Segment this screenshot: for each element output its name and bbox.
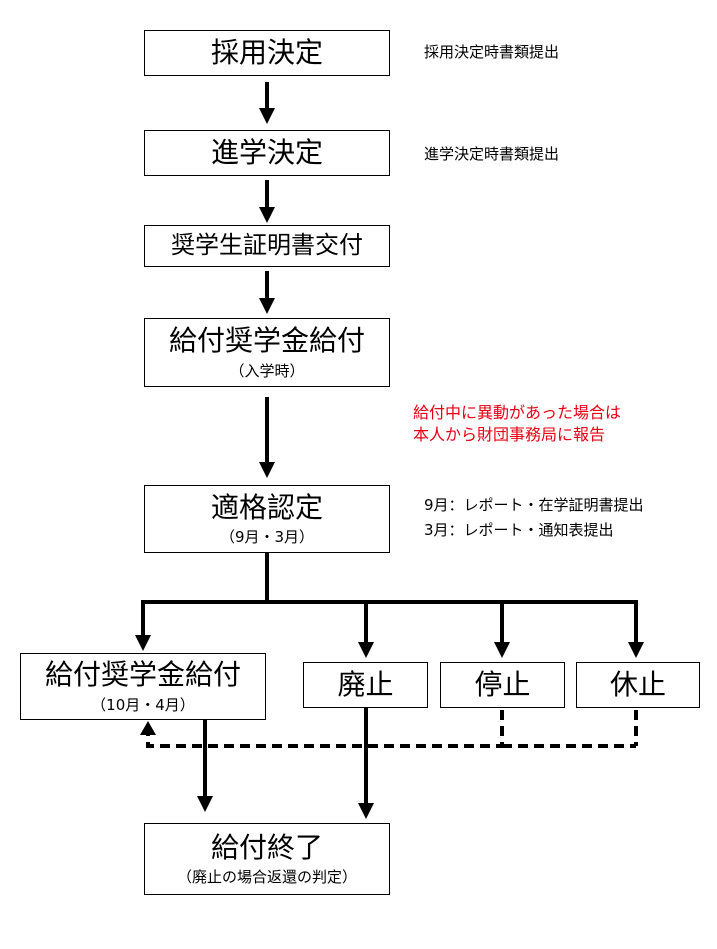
step-end: 給付終了 （廃止の場合返還の判定）: [144, 823, 390, 895]
step-first-payment-sub: （入学時）: [229, 361, 305, 380]
step-adoption: 採用決定: [144, 30, 390, 76]
arrow-enrollment-to-certificate: [259, 180, 275, 223]
alert-note: 給付中に異動があった場合は 本人から財団事務局に報告: [413, 402, 621, 446]
step-stop-title: 停止: [474, 667, 531, 701]
step-end-title: 給付終了: [210, 830, 323, 864]
arrow-first-payment-to-eligibility: [259, 397, 275, 478]
step-first-payment-title: 給付奨学金給付: [168, 324, 365, 358]
step-eligibility: 適格認定 （9月・3月）: [144, 485, 390, 553]
arrow-to-abolish: [358, 600, 374, 658]
arrow-to-regular-payment: [135, 600, 151, 651]
step-regular-payment: 給付奨学金給付 （10月・4月）: [20, 653, 266, 720]
note-adoption: 採用決定時書類提出: [424, 43, 560, 61]
arrow-certificate-to-first-payment: [259, 271, 275, 314]
step-suspend: 休止: [576, 662, 700, 708]
note-eligibility: 9月：レポート・在学証明書提出 3月：レポート・通知表提出: [424, 493, 644, 543]
branch-connector: [143, 553, 636, 604]
step-abolish: 廃止: [303, 662, 428, 708]
arrow-to-stop: [494, 600, 510, 658]
step-enrollment-title: 進学決定: [210, 135, 323, 169]
step-regular-payment-title: 給付奨学金給付: [44, 658, 241, 692]
note-eligibility-line: 3月：レポート・通知表提出: [424, 521, 614, 539]
step-suspend-title: 休止: [609, 667, 666, 701]
step-abolish-title: 廃止: [337, 667, 394, 701]
alert-note-line: 給付中に異動があった場合は: [413, 403, 622, 422]
step-enrollment: 進学決定: [144, 130, 390, 176]
note-enrollment: 進学決定時書類提出: [424, 145, 560, 163]
step-certificate-title: 奨学生証明書交付: [171, 231, 363, 260]
step-adoption-title: 採用決定: [210, 35, 323, 69]
step-eligibility-sub: （9月・3月）: [219, 528, 315, 547]
arrow-abolish-to-end: [358, 708, 374, 819]
arrow-to-suspend: [628, 600, 644, 658]
dashed-return-loop: [140, 710, 638, 748]
step-certificate: 奨学生証明書交付: [144, 225, 390, 267]
alert-note-line: 本人から財団事務局に報告: [413, 425, 606, 444]
step-stop: 停止: [440, 662, 565, 708]
note-eligibility-line: 9月：レポート・在学証明書提出: [424, 496, 644, 514]
step-regular-payment-sub: （10月・4月）: [91, 695, 195, 714]
step-first-payment: 給付奨学金給付 （入学時）: [144, 318, 390, 387]
arrow-adoption-to-enrollment: [259, 82, 275, 124]
step-eligibility-title: 適格認定: [210, 490, 323, 524]
step-end-sub: （廃止の場合返還の判定）: [176, 868, 357, 887]
arrow-regular-payment-to-end: [197, 720, 213, 812]
